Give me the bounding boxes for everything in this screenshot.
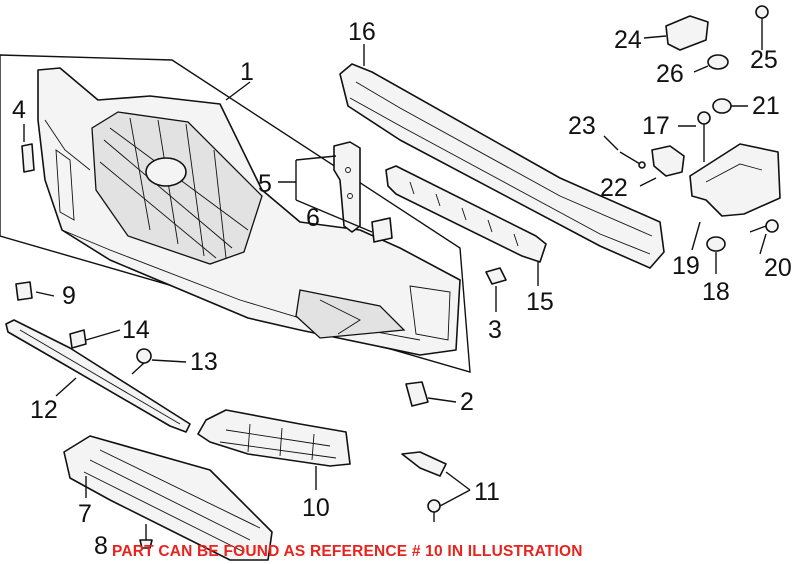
bolt-part-13[interactable] bbox=[131, 348, 152, 375]
callout-10: 10 bbox=[302, 494, 330, 522]
callout-26: 26 bbox=[656, 60, 684, 88]
callout-24: 24 bbox=[614, 26, 642, 54]
callout-2: 2 bbox=[460, 388, 474, 416]
nut-part-26[interactable] bbox=[707, 54, 729, 70]
callout-12: 12 bbox=[30, 396, 58, 424]
callout-23: 23 bbox=[568, 112, 596, 140]
callout-6: 6 bbox=[306, 204, 320, 232]
callout-11: 11 bbox=[474, 478, 500, 506]
bracket-part-22[interactable] bbox=[651, 145, 685, 177]
bolt-part-20[interactable] bbox=[749, 219, 779, 233]
mounting-bracket[interactable] bbox=[689, 143, 781, 217]
bumper-cover[interactable] bbox=[37, 67, 461, 356]
leader-lines bbox=[23, 35, 767, 507]
callout-17: 17 bbox=[642, 112, 670, 140]
bumper-cover-group-outline bbox=[0, 54, 471, 373]
clip-part-4[interactable] bbox=[21, 143, 35, 173]
callout-3: 3 bbox=[488, 316, 502, 344]
undertray[interactable] bbox=[63, 435, 273, 561]
nut-part-18[interactable] bbox=[706, 236, 726, 252]
callout-8: 8 bbox=[94, 532, 108, 560]
bolt-part-17[interactable] bbox=[697, 111, 711, 162]
bolt-part-25[interactable] bbox=[755, 5, 769, 36]
clip-part-9[interactable] bbox=[15, 281, 33, 301]
callout-25: 25 bbox=[750, 46, 778, 74]
screw-part-11[interactable] bbox=[427, 499, 441, 522]
bracket-part-5[interactable] bbox=[333, 141, 361, 233]
fog-lamp-grille[interactable] bbox=[197, 409, 351, 467]
clip-part-2[interactable] bbox=[405, 381, 429, 407]
energy-absorber[interactable] bbox=[385, 165, 547, 263]
callout-1: 1 bbox=[240, 58, 254, 86]
nut-part-21[interactable] bbox=[712, 98, 732, 114]
trim-strip[interactable] bbox=[5, 319, 191, 433]
bracket-part-11[interactable] bbox=[401, 451, 447, 477]
callout-14: 14 bbox=[122, 316, 150, 344]
reference-notice: PART CAN BE FOUND AS REFERENCE # 10 IN I… bbox=[112, 543, 583, 560]
callout-21: 21 bbox=[752, 92, 780, 120]
callout-7: 7 bbox=[78, 500, 92, 528]
callout-20: 20 bbox=[764, 254, 792, 282]
clip-part-3[interactable] bbox=[485, 267, 507, 285]
clip-part-14[interactable] bbox=[69, 329, 87, 349]
bracket-part-24[interactable] bbox=[665, 15, 709, 51]
callout-19: 19 bbox=[672, 252, 700, 280]
callout-18: 18 bbox=[702, 278, 730, 306]
clip-part-6[interactable] bbox=[371, 217, 393, 243]
callout-5: 5 bbox=[258, 170, 272, 198]
callout-22: 22 bbox=[600, 174, 628, 202]
screw-part-8[interactable] bbox=[139, 524, 153, 549]
callout-9: 9 bbox=[62, 282, 76, 310]
callout-15: 15 bbox=[526, 288, 554, 316]
callout-16: 16 bbox=[348, 18, 376, 46]
pin-part-23[interactable] bbox=[619, 151, 646, 169]
callout-4: 4 bbox=[12, 96, 26, 124]
callout-13: 13 bbox=[190, 348, 218, 376]
impact-bar[interactable] bbox=[339, 63, 665, 269]
